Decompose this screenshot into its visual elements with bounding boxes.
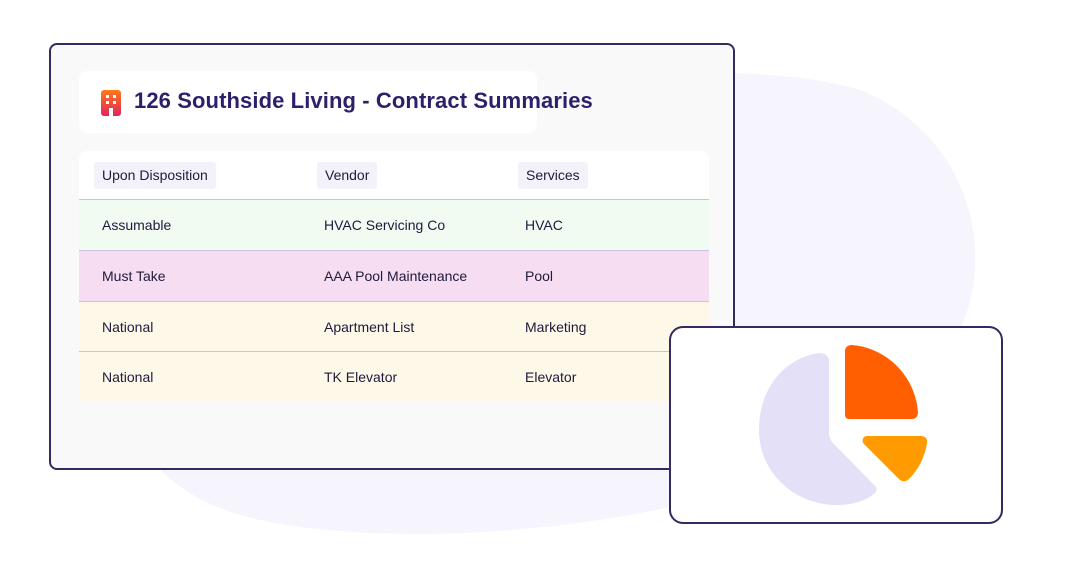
services-cell: HVAC (525, 217, 563, 233)
pie-slice-orange (845, 345, 918, 419)
disposition-cell: National (102, 369, 154, 385)
column-header-services[interactable]: Services (518, 162, 588, 189)
title-bar: 126 Southside Living - Contract Summarie… (79, 71, 593, 133)
table-header-row: Upon Disposition Vendor Services (79, 151, 709, 200)
contract-summary-card: 126 Southside Living - Contract Summarie… (49, 43, 735, 470)
contracts-table: Upon Disposition Vendor Services Assumab… (79, 151, 709, 402)
building-icon (101, 90, 121, 116)
disposition-cell: Assumable (102, 217, 172, 233)
table-row[interactable]: National TK Elevator Elevator (79, 352, 709, 402)
disposition-cell: National (102, 318, 154, 335)
column-header-disposition[interactable]: Upon Disposition (94, 162, 216, 189)
services-cell: Elevator (525, 369, 577, 385)
page-title: 126 Southside Living - Contract Summarie… (134, 88, 593, 113)
vendor-cell: HVAC Servicing Co (324, 217, 446, 233)
services-cell: Marketing (525, 318, 587, 335)
disposition-cell: Must Take (102, 268, 166, 284)
table-row[interactable]: Must Take AAA Pool Maintenance Pool (79, 251, 709, 302)
vendor-cell: AAA Pool Maintenance (324, 268, 468, 284)
pie-slice-large (759, 353, 877, 505)
column-header-vendor[interactable]: Vendor (317, 162, 378, 189)
table-row[interactable]: National Apartment List Marketing (79, 302, 709, 352)
table-row[interactable]: Assumable HVAC Servicing Co HVAC (79, 200, 709, 251)
vendor-cell: Apartment List (324, 318, 415, 335)
vendor-cell: TK Elevator (324, 369, 398, 385)
pie-chart-icon (759, 345, 928, 505)
services-cell: Pool (525, 268, 554, 284)
pie-slice-amber (862, 436, 928, 482)
pie-chart-card (669, 326, 1003, 524)
